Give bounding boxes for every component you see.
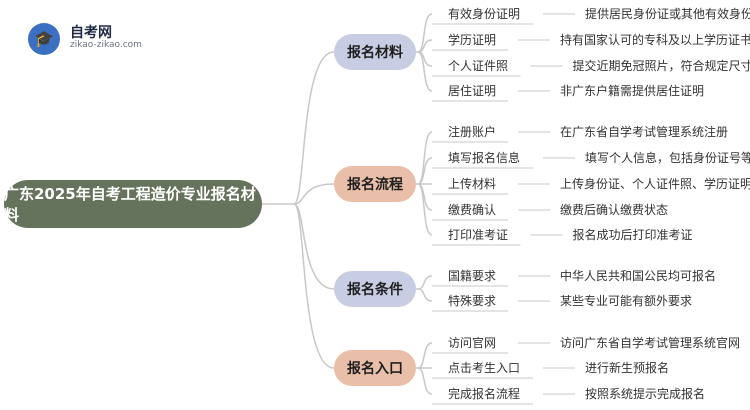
leaf-description: 在广东省自学考试管理系统注册 (560, 125, 729, 139)
leaf-item: 居住证明 (448, 84, 497, 98)
leaf-item: 国籍要求 (448, 269, 497, 283)
leaf-description: 访问广东省自学考试管理系统官网 (560, 336, 741, 350)
leaf-description: 中华人民共和国公民均可报名 (560, 269, 717, 283)
logo-name: 自考网 (70, 25, 112, 41)
leaf-description: 持有国家认可的专科及以上学历证书 (560, 33, 750, 47)
branch-node-2: 报名流程 (334, 166, 416, 202)
leaf-item: 个人证件照 (448, 59, 509, 73)
logo-url: zikao-zikao.com (70, 40, 142, 50)
leaf-description: 某些专业可能有额外要求 (560, 294, 693, 308)
leaf-item: 填写报名信息 (448, 151, 521, 165)
leaf-item: 点击考生入口 (448, 361, 521, 375)
leaf-description: 提交近期免冠照片，符合规定尺寸 (572, 59, 750, 73)
leaf-description: 缴费后确认缴费状态 (560, 203, 669, 217)
leaf-item: 打印准考证 (448, 228, 509, 242)
leaf-description: 报名成功后打印准考证 (572, 228, 693, 242)
leaf-description: 进行新生预报名 (585, 361, 670, 375)
leaf-item: 学历证明 (448, 33, 497, 47)
logo: 🎓 自考网 zikao-zikao.com (28, 20, 188, 56)
graduation-cap-icon: 🎓 (28, 23, 60, 55)
leaf-item: 访问官网 (448, 336, 497, 350)
leaf-description: 提供居民身份证或其他有效身份证件 (585, 7, 750, 21)
leaf-item: 缴费确认 (448, 203, 497, 217)
branch-node-4: 报名入口 (334, 350, 416, 386)
branch-node-3: 报名条件 (334, 271, 416, 307)
leaf-item: 完成报名流程 (448, 387, 521, 401)
leaf-item: 有效身份证明 (448, 7, 521, 21)
leaf-item: 上传材料 (448, 177, 497, 191)
leaf-item: 注册账户 (448, 125, 497, 139)
branch-node-1: 报名材料 (334, 34, 416, 70)
leaf-description: 填写个人信息，包括身份证号等 (585, 151, 750, 165)
root-node: 广东2025年自考工程造价专业报名材料 (4, 180, 262, 228)
leaf-description: 上传身份证、个人证件照、学历证明 (560, 177, 750, 191)
leaf-description: 按照系统提示完成报名 (585, 387, 706, 401)
leaf-item: 特殊要求 (448, 294, 497, 308)
leaf-description: 非广东户籍需提供居住证明 (560, 84, 705, 98)
